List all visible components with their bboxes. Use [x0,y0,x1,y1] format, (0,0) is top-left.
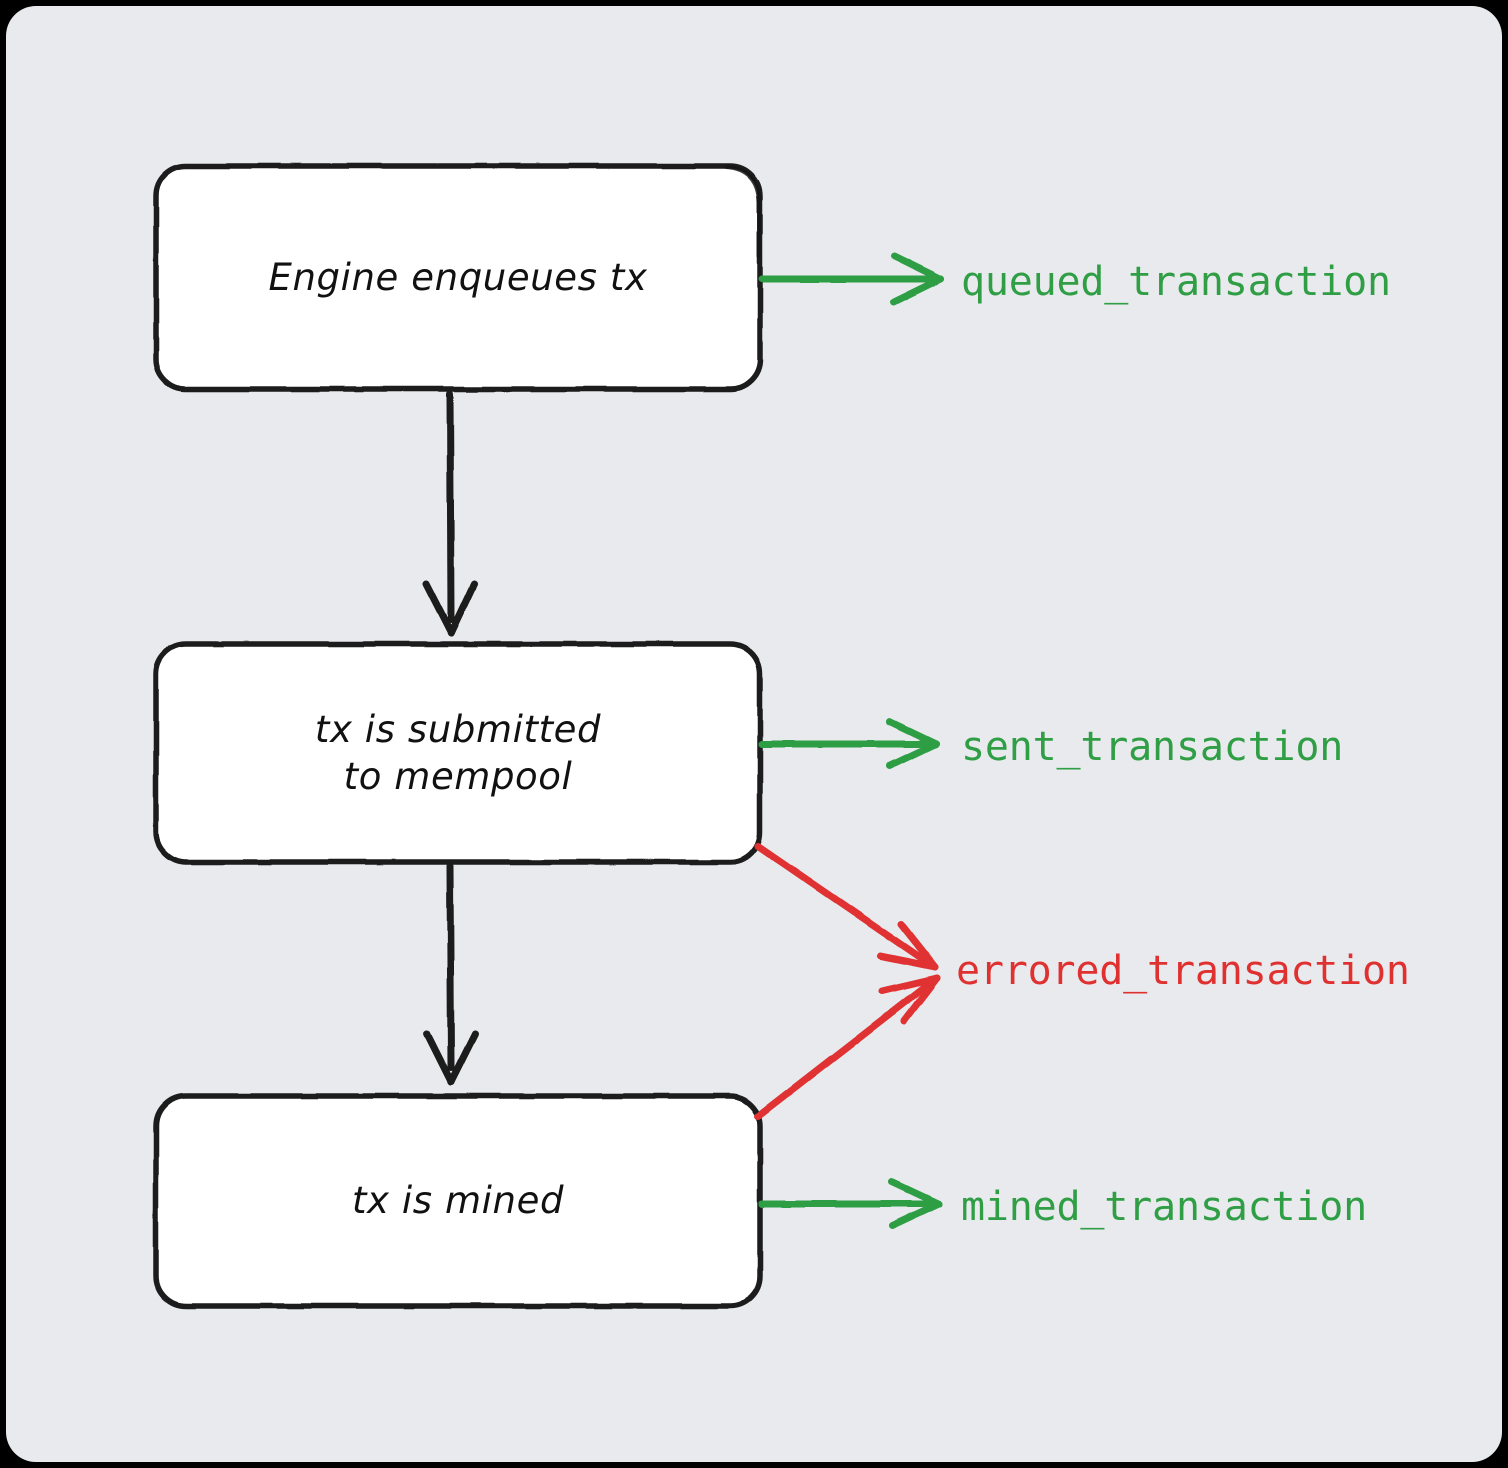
node-enqueue[interactable] [153,163,763,392]
event-arrow-queued [758,252,945,306]
event-arrow-errored-from-mined [754,974,941,1120]
event-label-sent-transaction: sent_transaction [961,724,1344,770]
flow-arrow-enqueue-to-submit [422,390,478,637]
event-label-queued-transaction: queued_transaction [961,259,1391,305]
event-arrow-mined [758,1178,943,1230]
node-submit[interactable] [153,641,763,865]
diagram-canvas: Engine enqueues tx tx is submitted to me… [6,6,1502,1462]
node-mined[interactable] [153,1093,763,1309]
node-enqueue-fill [156,166,760,389]
event-label-errored-transaction: errored_transaction [956,948,1410,994]
flow-arrow-submit-to-mined [423,862,479,1086]
node-submit-outline [153,641,763,865]
event-arrow-sent [758,718,940,770]
node-mined-outline [153,1093,763,1309]
event-arrow-errored-from-submit [754,842,939,971]
node-submit-fill [156,644,760,862]
event-label-mined-transaction: mined_transaction [961,1184,1367,1230]
diagram-vector-layer [153,163,945,1309]
node-mined-fill [156,1096,760,1306]
